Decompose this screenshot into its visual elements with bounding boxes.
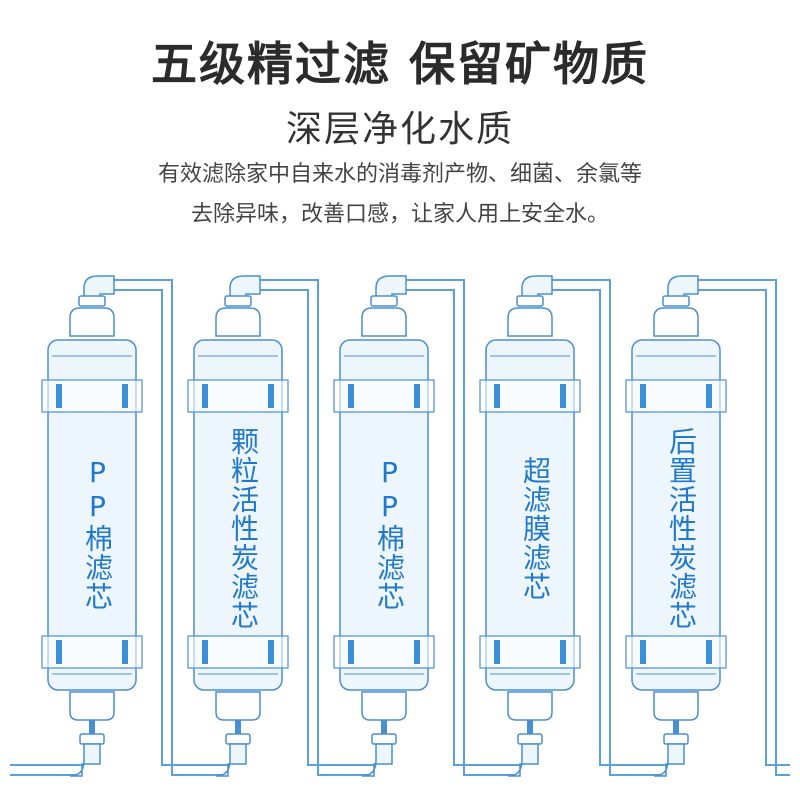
top-nut-2	[224, 295, 252, 307]
top-elbow-1	[83, 275, 115, 301]
bottom-elbow-2	[215, 743, 247, 777]
cartridge-body-4	[485, 339, 575, 691]
bottom-cap-4	[507, 691, 553, 721]
bottom-clip-right-mark-3	[414, 640, 420, 664]
top-clip-right-mark-5	[706, 384, 712, 408]
bottom-cap-3	[361, 691, 407, 721]
headline: 五级精过滤 保留矿物质	[150, 37, 649, 91]
pipe-outer-1	[112, 279, 228, 776]
cap-2	[215, 307, 261, 337]
pipe-outer-2	[258, 279, 374, 776]
bottom-cap-1	[69, 691, 115, 721]
top-nut-5	[662, 295, 690, 307]
filter-diagram	[10, 275, 790, 777]
cartridge-body-1	[47, 339, 137, 691]
cartridge-body-2	[193, 339, 283, 691]
bottom-cap-2	[215, 691, 261, 721]
description-line-1: 有效滤除家中自来水的消毒剂产物、细菌、余氯等	[157, 162, 642, 187]
description-line-2: 去除异味，改善口感，让家人用上安全水。	[190, 202, 609, 227]
filter-label-1: PP棉滤芯	[81, 456, 114, 611]
top-clip-left-mark-3	[348, 384, 354, 408]
bottom-elbow-3	[361, 743, 393, 777]
bottom-nut-3	[371, 733, 397, 745]
bottom-clip-right-mark-4	[560, 640, 566, 664]
cartridge-body-5	[631, 339, 721, 691]
pipe-inner-5	[696, 289, 790, 766]
pipe-outer-4	[550, 279, 666, 776]
top-nut-4	[516, 295, 544, 307]
bottom-clip-right-mark-5	[706, 640, 712, 664]
pipe-inner-1	[112, 289, 228, 766]
top-elbow-3	[375, 275, 407, 301]
filter-label-4: 超滤膜滤芯	[519, 456, 552, 601]
top-clip-right-mark-4	[560, 384, 566, 408]
top-clip-left-mark-1	[56, 384, 62, 408]
top-nut-3	[370, 295, 398, 307]
cap-4	[507, 307, 553, 337]
bottom-clip-left-mark-1	[56, 640, 62, 664]
top-clip-left-mark-4	[494, 384, 500, 408]
top-elbow-4	[521, 275, 553, 301]
bottom-clip-left-mark-5	[640, 640, 646, 664]
filter-label-5: 后置活性炭滤芯	[665, 427, 698, 630]
top-nut-1	[78, 295, 106, 307]
top-clip-left-mark-5	[640, 384, 646, 408]
bottom-nut-1	[79, 733, 105, 745]
top-elbow-5	[667, 275, 699, 301]
bottom-clip-left-mark-4	[494, 640, 500, 664]
top-clip-left-mark-2	[202, 384, 208, 408]
filter-label-3: PP棉滤芯	[373, 456, 406, 611]
bottom-clip-right-mark-2	[268, 640, 274, 664]
filter-label-2: 颗粒活性炭滤芯	[227, 427, 260, 630]
bottom-nut-2	[225, 733, 251, 745]
pipe-inner-4	[550, 289, 666, 766]
cartridge-body-3	[339, 339, 429, 691]
cap-5	[653, 307, 699, 337]
bottom-clip-right-mark-1	[122, 640, 128, 664]
pipe-outer-3	[404, 279, 520, 776]
bottom-elbow-5	[653, 743, 685, 777]
bottom-nut-4	[517, 733, 543, 745]
bottom-elbow-1	[69, 743, 101, 777]
cap-3	[361, 307, 407, 337]
bottom-cap-5	[653, 691, 699, 721]
bottom-elbow-4	[507, 743, 539, 777]
bottom-nut-5	[663, 733, 689, 745]
top-clip-right-mark-1	[122, 384, 128, 408]
top-clip-right-mark-3	[414, 384, 420, 408]
bottom-clip-left-mark-3	[348, 640, 354, 664]
bottom-clip-left-mark-2	[202, 640, 208, 664]
pipe-inner-3	[404, 289, 520, 766]
cap-1	[69, 307, 115, 337]
subtitle: 深层净化水质	[285, 109, 514, 150]
top-clip-right-mark-2	[268, 384, 274, 408]
pipe-outer-5	[696, 279, 790, 776]
top-elbow-2	[229, 275, 261, 301]
pipe-inner-2	[258, 289, 374, 766]
